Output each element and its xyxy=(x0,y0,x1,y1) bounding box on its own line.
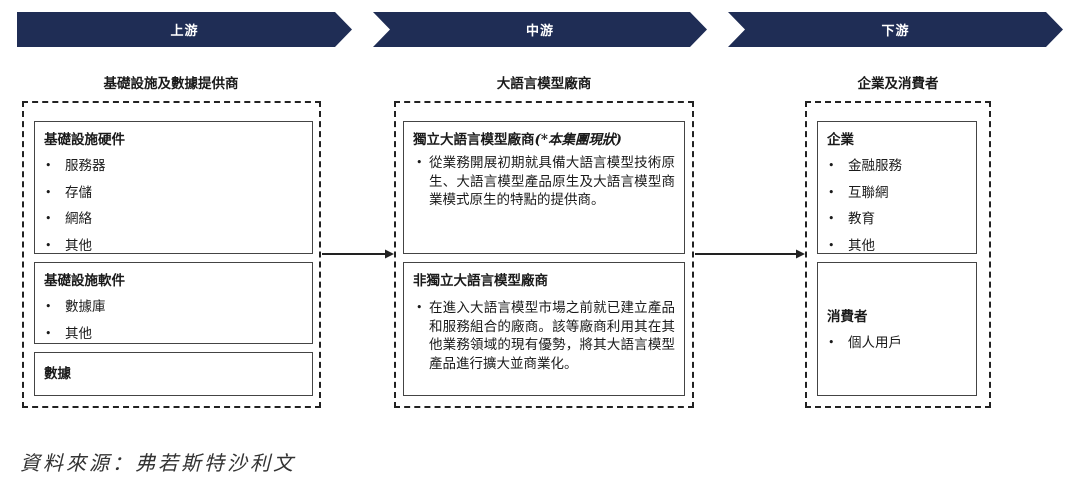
midstream-title: 大語言模型廠商 xyxy=(496,76,592,92)
non-exclusive-vendor-box: 非獨立大語言模型廠商 • 在進入大語言模型市場之前就已建立產品和服務組合的廠商。… xyxy=(403,262,685,396)
list-item: 互聯網 xyxy=(827,180,967,207)
list-item: 個人用戶 xyxy=(827,330,967,357)
enterprise-list: 金融服務 互聯網 教育 其他 xyxy=(827,153,967,259)
stage-upstream-label: 上游 xyxy=(170,24,199,39)
enterprise-title: 企業 xyxy=(827,132,854,148)
hardware-list: 服務器 存儲 網絡 其他 xyxy=(44,153,303,259)
midstream-group xyxy=(394,101,694,408)
upstream-group xyxy=(22,101,321,408)
list-item: 服務器 xyxy=(44,153,303,180)
consumer-box: 消費者 個人用戶 xyxy=(817,262,977,396)
source-note: 資料來源：弗若斯特沙利文 xyxy=(20,451,296,475)
stage-midstream-chevron: 中游 xyxy=(373,12,707,47)
exclusive-vendor-box: 獨立大語言模型廠商(*本集團現狀) • 從業務開展初期就具備大語言模型技術原生、… xyxy=(403,121,685,254)
stage-downstream-label: 下游 xyxy=(881,24,910,39)
non-exclusive-vendor-title: 非獨立大語言模型廠商 xyxy=(413,273,548,289)
list-item: 數據庫 xyxy=(44,294,303,321)
arrow-midstream-to-downstream xyxy=(695,249,805,259)
bullet-icon: • xyxy=(416,156,423,169)
list-item: 其他 xyxy=(44,233,303,260)
data-box: 數據 xyxy=(34,352,313,396)
software-box: 基礎設施軟件 數據庫 其他 xyxy=(34,262,313,347)
exclusive-vendor-desc: 從業務開展初期就具備大語言模型技術原生、大語言模型產品原生及大語言模型商業模式原… xyxy=(429,155,675,208)
consumer-list: 個人用戶 xyxy=(827,330,967,357)
stage-midstream-label: 中游 xyxy=(525,24,554,39)
hardware-box: 基礎設施硬件 服務器 存儲 網絡 其他 xyxy=(34,121,313,259)
list-item: 教育 xyxy=(827,206,967,233)
software-list: 數據庫 其他 xyxy=(44,294,303,347)
group-status-note: (*本集團現狀) xyxy=(534,132,622,148)
software-title: 基礎設施軟件 xyxy=(44,273,125,289)
upstream-title: 基礎設施及數據提供商 xyxy=(103,76,239,92)
non-exclusive-vendor-desc: 在進入大語言模型市場之前就已建立產品和服務組合的廠商。該等廠商利用其在其他業務領… xyxy=(429,300,675,372)
hardware-title: 基礎設施硬件 xyxy=(44,132,125,148)
list-item: 其他 xyxy=(827,233,967,260)
data-title: 數據 xyxy=(44,366,71,382)
stage-upstream-chevron: 上游 xyxy=(17,12,352,47)
list-item: 其他 xyxy=(44,321,303,348)
list-item: 存儲 xyxy=(44,180,303,207)
consumer-title: 消費者 xyxy=(827,309,868,325)
enterprise-box: 企業 金融服務 互聯網 教育 其他 xyxy=(817,121,977,259)
arrow-upstream-to-midstream xyxy=(322,249,394,259)
stage-downstream-chevron: 下游 xyxy=(728,12,1063,47)
list-item: 金融服務 xyxy=(827,153,967,180)
list-item: 網絡 xyxy=(44,206,303,233)
exclusive-vendor-title: 獨立大語言模型廠商 xyxy=(413,132,535,148)
downstream-group xyxy=(805,101,991,408)
downstream-title: 企業及消費者 xyxy=(857,76,939,92)
bullet-icon: • xyxy=(416,301,423,314)
